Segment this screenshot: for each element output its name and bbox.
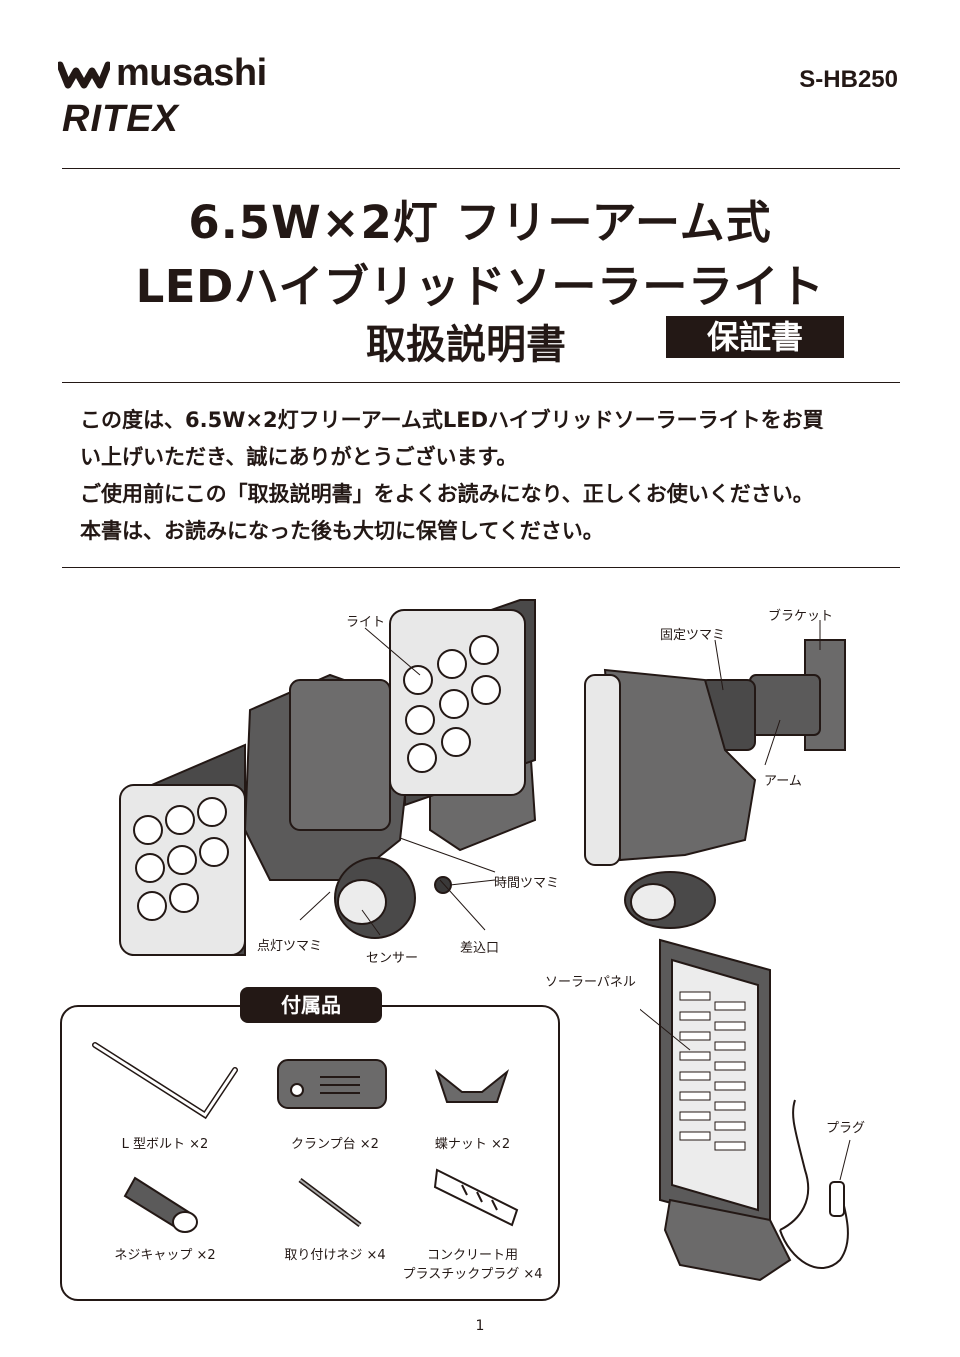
label-socket: 差込口 <box>460 941 500 956</box>
label-lamp-knob: 点灯ツマミ <box>257 939 323 954</box>
intro-line: ご使用前にこの「取扱説明書」をよくお読みになり、正しくお使いください。 <box>80 482 814 506</box>
accessory-label-clamp: クランプ台 ×2 <box>291 1137 379 1152</box>
label-time-knob: 時間ツマミ <box>494 876 560 891</box>
label-solar-panel: ソーラーパネル <box>545 975 636 990</box>
accessory-label-mounting-screw: 取り付けネジ ×4 <box>284 1248 386 1263</box>
accessories-title: 付属品 <box>240 987 382 1023</box>
accessory-label-plastic-plug: プラスチックプラグ ×4 <box>402 1267 543 1282</box>
accessory-label-wing-nut: 蝶ナット ×2 <box>434 1137 511 1152</box>
intro-line: この度は、6.5W×2灯フリーアーム式LEDハイブリッドソーラーライトをお買 <box>80 408 824 432</box>
divider-title <box>62 382 900 383</box>
solar-panel-illustration <box>640 938 851 1282</box>
side-view-illustration <box>584 620 846 929</box>
intro-line: い上げいただき、誠にありがとうございます。 <box>80 445 518 469</box>
accessory-label-concrete: コンクリート用 <box>426 1248 518 1263</box>
divider-intro <box>62 567 900 568</box>
page-number: 1 <box>475 1318 485 1334</box>
label-sensor: センサー <box>366 951 419 966</box>
mounting-screw-icon <box>298 1178 362 1227</box>
title-manual: 取扱説明書 <box>366 322 566 368</box>
plastic-plug-icon <box>433 1168 519 1227</box>
accessory-label-l-bolt: L 型ボルト ×2 <box>121 1137 209 1152</box>
label-plug: プラグ <box>826 1121 866 1136</box>
brand-musashi-text: musashi <box>116 52 267 94</box>
accessory-label-screw-cap: ネジキャップ ×2 <box>114 1248 216 1263</box>
brand-logo-musashi: musashi <box>58 52 267 95</box>
l-bolt-icon <box>92 1042 238 1120</box>
label-arm: アーム <box>764 774 802 789</box>
clamp-base-icon <box>277 1059 387 1109</box>
brand-ritex: RITEX <box>62 98 179 140</box>
label-fixing-knob: 固定ツマミ <box>660 628 726 643</box>
label-light: ライト <box>346 615 386 630</box>
model-number: S-HB250 <box>799 66 898 93</box>
wing-nut-icon <box>434 1069 510 1103</box>
divider-top <box>62 168 900 169</box>
light-unit-illustration <box>119 599 537 956</box>
musashi-logo-icon <box>58 61 110 88</box>
screw-cap-icon <box>123 1176 198 1233</box>
label-bracket: ブラケット <box>768 609 834 624</box>
intro-text: この度は、6.5W×2灯フリーアーム式LEDハイブリッドソーラーライトをお買 い… <box>80 402 900 550</box>
title-line-2: LEDハイブリッドソーラーライト <box>135 260 825 313</box>
title-line-1: 6.5W×2灯 フリーアーム式 <box>188 196 772 249</box>
intro-line: 本書は、お読みになった後も大切に保管してください。 <box>80 519 604 543</box>
warranty-badge: 保証書 <box>666 316 844 358</box>
